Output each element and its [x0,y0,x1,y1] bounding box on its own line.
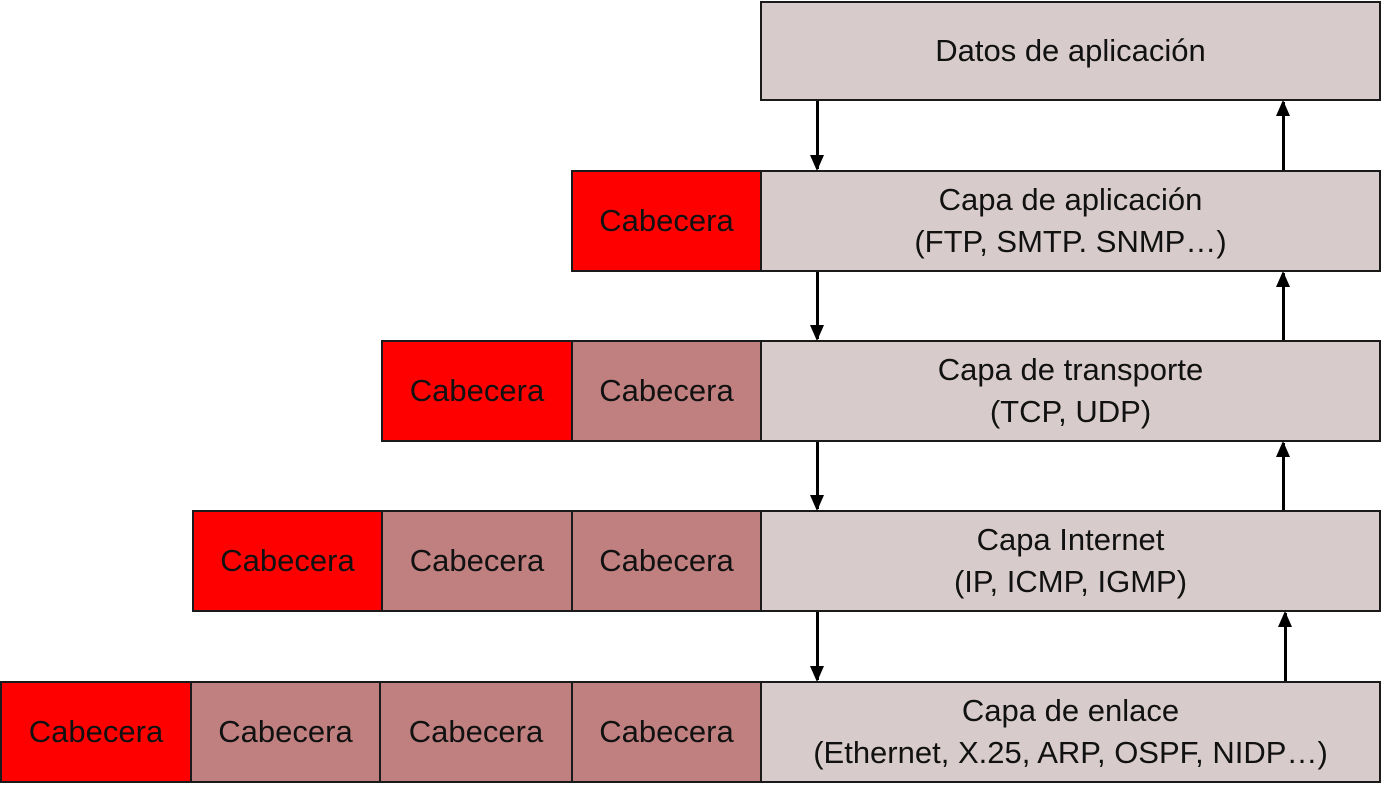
application-header-encapsulated: Cabecera [571,340,762,442]
down-arrow-icon [810,101,824,171]
header-label: Cabecera [409,543,545,578]
transport-layer-box: Capa de transporte (TCP, UDP) [760,340,1381,442]
layer-name: Capa de enlace [961,693,1180,728]
header-label: Cabecera [599,714,734,749]
header-label: Cabecera [409,373,545,408]
transport-layer-header: Cabecera [381,340,573,442]
layer-protocols: (Ethernet, X.25, ARP, OSPF, NIDP…) [813,735,1328,770]
internet-layer-box: Capa Internet (IP, ICMP, IGMP) [760,510,1381,612]
layer-name: Capa de transporte [937,352,1204,387]
header-label: Cabecera [408,714,544,749]
header-label: Cabecera [28,714,164,749]
transport-header-encapsulated: Cabecera [381,510,573,612]
down-arrow-icon [810,272,824,341]
application-layer-box: Capa de aplicación (FTP, SMTP. SNMP…) [760,170,1381,272]
layer-protocols: (FTP, SMTP. SNMP…) [914,224,1227,259]
header-label: Cabecera [220,543,355,578]
up-arrow-icon [1276,441,1290,510]
up-arrow-icon [1278,611,1292,681]
internet-header-encapsulated: Cabecera [190,681,381,783]
layer-name: Capa de aplicación [938,182,1203,217]
application-data-label: Datos de aplicación [935,33,1206,68]
down-arrow-icon [810,442,824,511]
header-label: Cabecera [599,373,734,408]
header-label: Cabecera [218,714,353,749]
application-data-box: Datos de aplicación [760,1,1381,101]
application-header-encapsulated: Cabecera [571,681,762,783]
internet-layer-header: Cabecera [192,510,383,612]
application-header-encapsulated: Cabecera [571,510,762,612]
transport-header-encapsulated: Cabecera [379,681,573,783]
link-layer-header: Cabecera [0,681,192,783]
link-layer-box: Capa de enlace (Ethernet, X.25, ARP, OSP… [760,681,1381,783]
header-label: Cabecera [599,203,734,238]
down-arrow-icon [810,612,824,682]
application-layer-header: Cabecera [571,170,762,272]
header-label: Cabecera [599,543,734,578]
up-arrow-icon [1276,100,1290,170]
layer-name: Capa Internet [976,522,1165,557]
layer-protocols: (TCP, UDP) [989,394,1152,429]
up-arrow-icon [1276,271,1290,340]
layer-protocols: (IP, ICMP, IGMP) [953,564,1188,599]
